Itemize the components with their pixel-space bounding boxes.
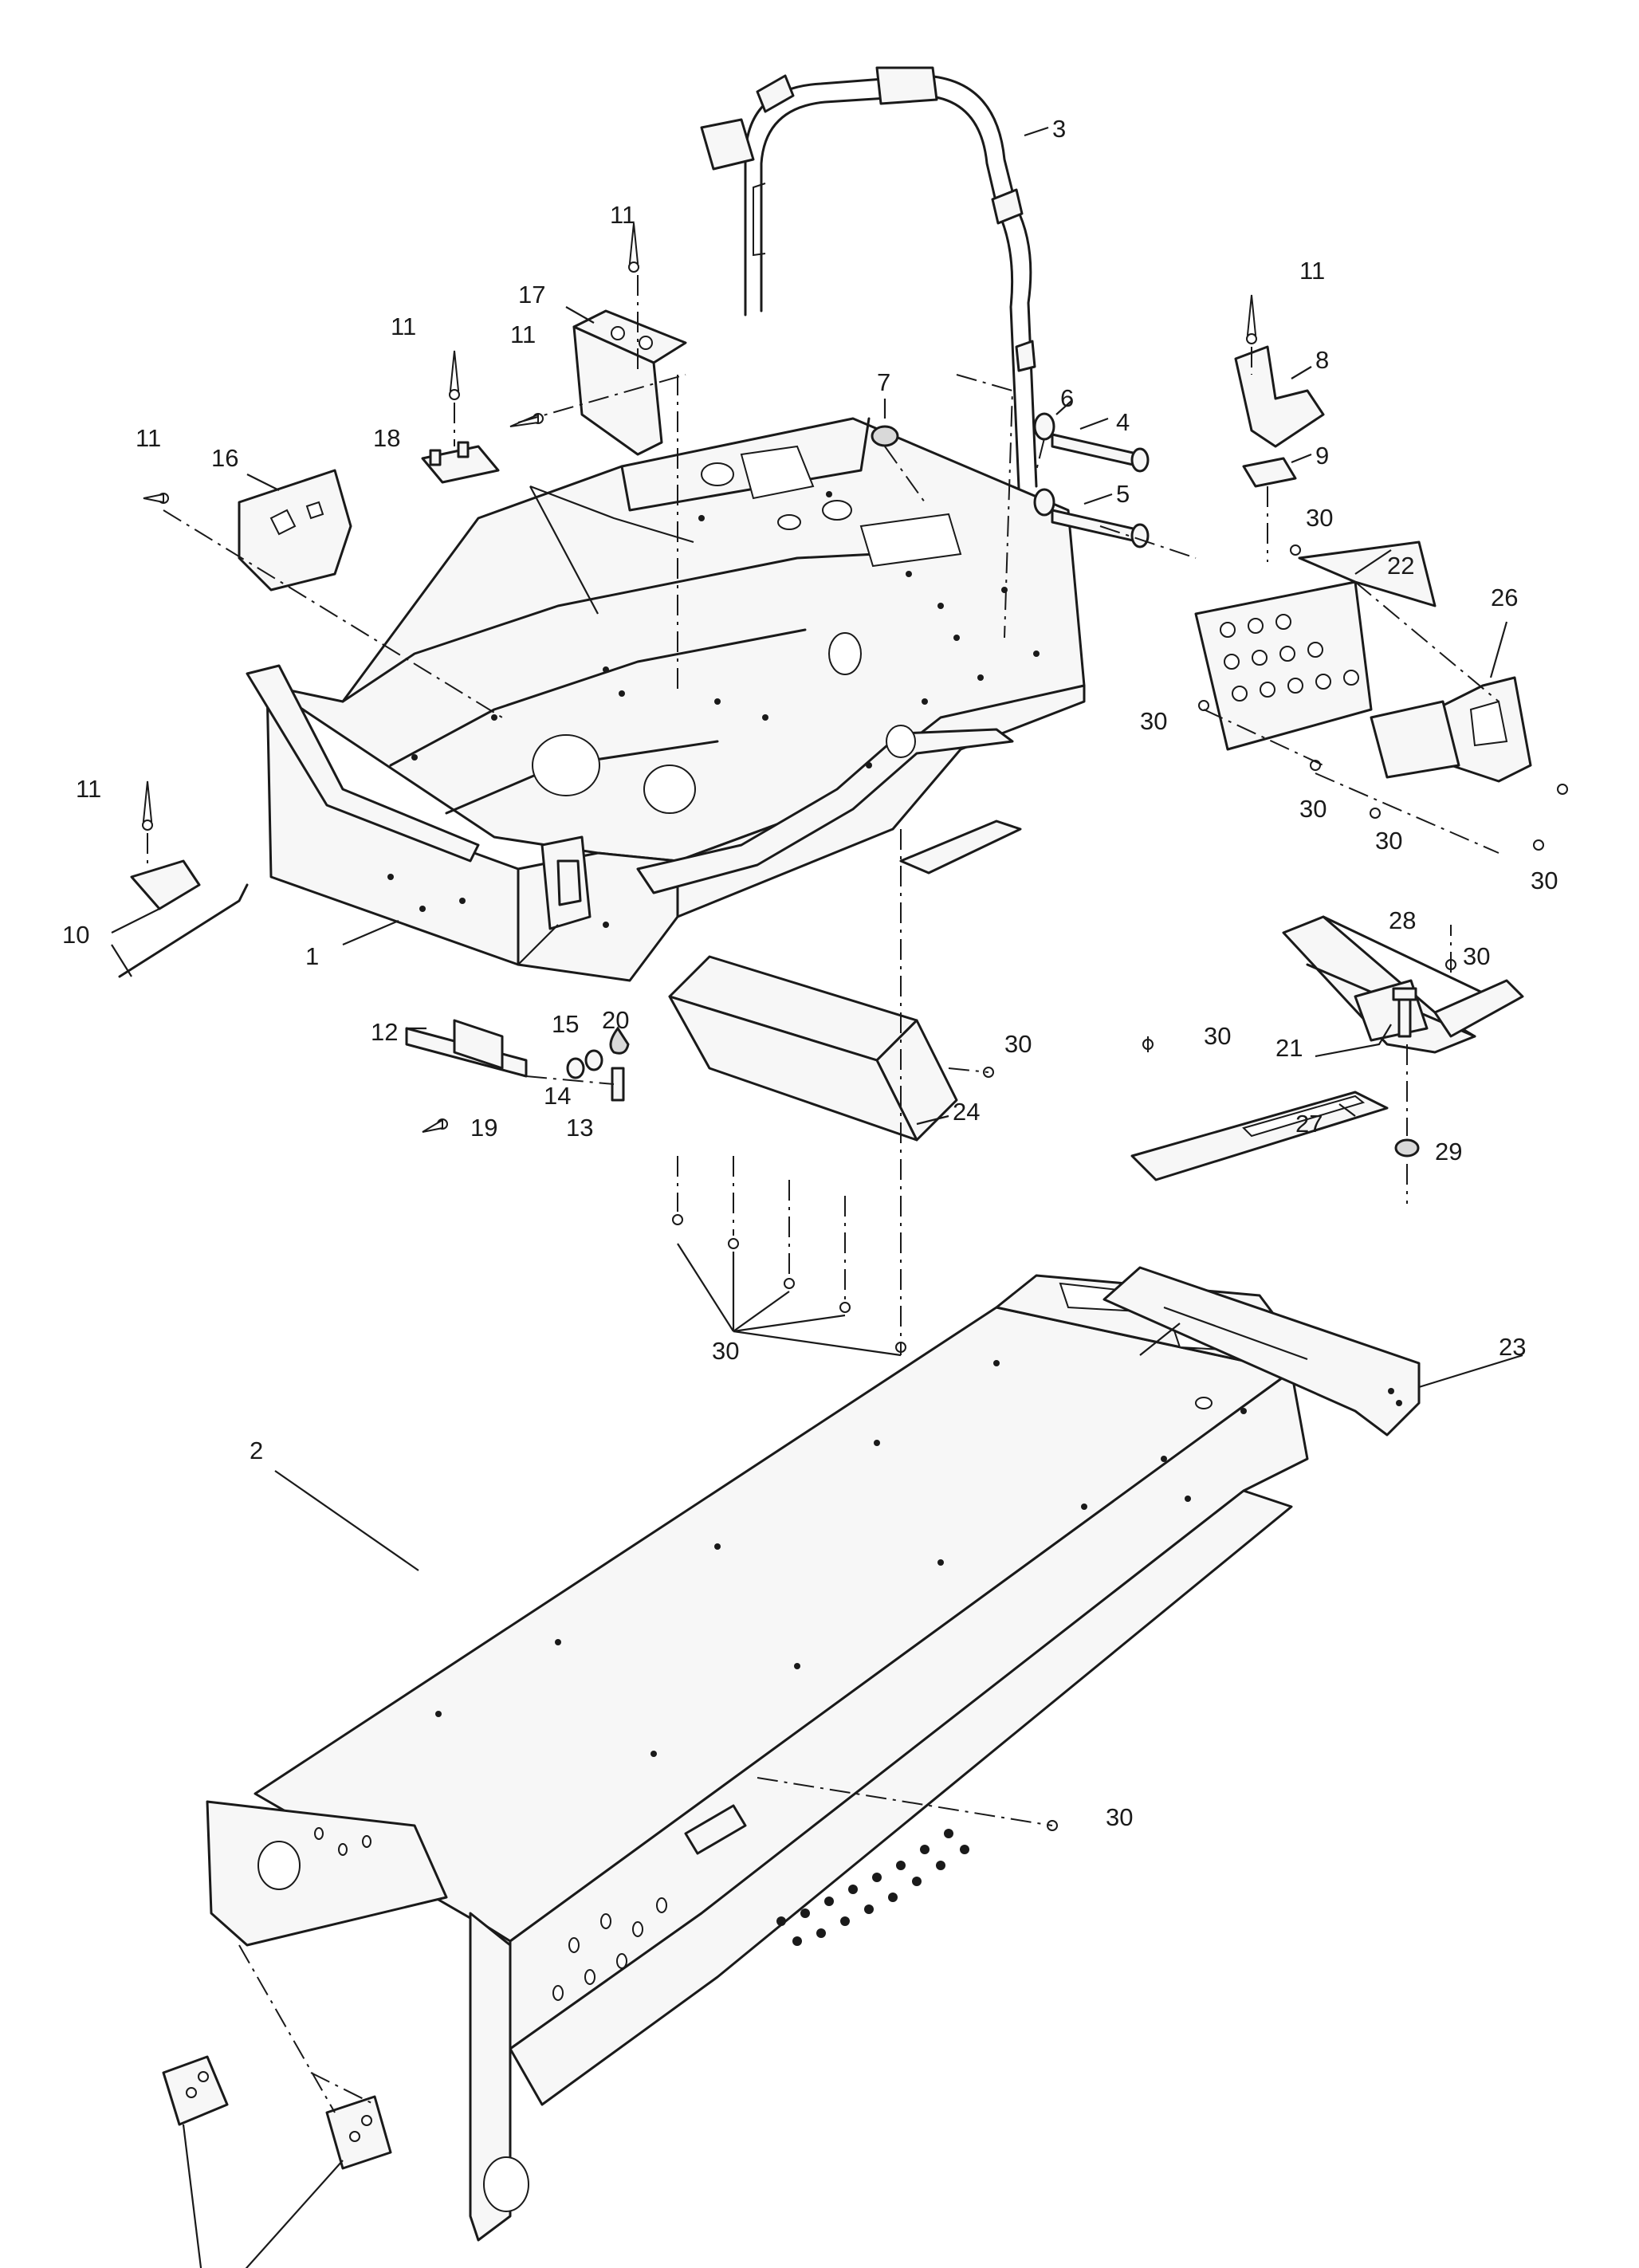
- callout-4: 4: [1116, 408, 1130, 436]
- callout-18: 18: [373, 424, 400, 452]
- callout-2: 2: [250, 1437, 263, 1464]
- callout-30i: 30: [712, 1337, 739, 1365]
- plate-9-part[interactable]: [1242, 457, 1297, 488]
- callout-29: 29: [1435, 1138, 1462, 1165]
- callout-9: 9: [1315, 442, 1329, 470]
- bolt-13[interactable]: [611, 1067, 625, 1102]
- front-frame-part[interactable]: [246, 417, 1086, 982]
- callout-21: 21: [1275, 1034, 1303, 1062]
- callout-26: 26: [1491, 584, 1518, 611]
- strap-27-part[interactable]: [1130, 1091, 1389, 1181]
- callout-14: 14: [544, 1082, 571, 1110]
- callout-17: 17: [518, 281, 545, 309]
- plate-22-holes: [1220, 614, 1359, 702]
- callout-12: 12: [371, 1018, 398, 1046]
- callout-11a: 11: [610, 201, 635, 229]
- callout-15: 15: [552, 1010, 579, 1038]
- callout-3: 3: [1052, 115, 1066, 143]
- clip-10-part[interactable]: [118, 859, 249, 978]
- bracket-17-part[interactable]: [572, 309, 687, 456]
- callout-6: 6: [1060, 384, 1074, 412]
- callout-27: 27: [1295, 1110, 1323, 1138]
- pivot-12-part[interactable]: [405, 1019, 528, 1078]
- callout-28: 28: [1389, 906, 1416, 934]
- bumper-21-part[interactable]: [1282, 915, 1524, 1054]
- callout-11e: 11: [1299, 257, 1325, 285]
- steering-hoop-part[interactable]: [700, 66, 1038, 489]
- tunnel-side-holes: [314, 1827, 667, 2001]
- washer-14[interactable]: [566, 1057, 585, 1079]
- callout-7: 7: [877, 368, 890, 396]
- callout-30e: 30: [1531, 867, 1558, 894]
- callout-24: 24: [953, 1098, 980, 1126]
- callout-11f: 11: [76, 775, 101, 803]
- plates-25-part[interactable]: [162, 2055, 392, 2170]
- callout-16: 16: [211, 444, 238, 472]
- nut-7[interactable]: [871, 425, 899, 447]
- callout-30j: 30: [1106, 1803, 1133, 1831]
- callout-30a: 30: [1306, 504, 1333, 532]
- callout-5: 5: [1116, 480, 1130, 508]
- side-plate-16-part[interactable]: [238, 469, 352, 592]
- callout-11c: 11: [510, 320, 536, 348]
- callout-30h: 30: [1004, 1030, 1032, 1058]
- bracket-26-part[interactable]: [1370, 676, 1532, 783]
- rivets-fasteners: [142, 222, 1568, 1831]
- washer-15[interactable]: [584, 1049, 603, 1071]
- nut-29[interactable]: [1394, 1138, 1420, 1158]
- leader-lines: [111, 126, 1523, 2268]
- callout-13: 13: [566, 1114, 593, 1142]
- clip-8-part[interactable]: [1234, 345, 1325, 448]
- callout-23: 23: [1499, 1333, 1526, 1361]
- callout-20: 20: [602, 1006, 629, 1034]
- callout-11b: 11: [391, 312, 416, 340]
- washer-6[interactable]: [1033, 412, 1055, 517]
- callout-30b: 30: [1140, 707, 1167, 735]
- callout-10: 10: [62, 921, 89, 949]
- callout-8: 8: [1315, 346, 1329, 374]
- bolt-5[interactable]: [1051, 509, 1150, 548]
- callout-30c: 30: [1299, 795, 1327, 823]
- callout-11d: 11: [136, 424, 161, 452]
- assembly-lines: [147, 275, 1499, 2113]
- tunnel-part[interactable]: [206, 1274, 1309, 2242]
- grease-20[interactable]: [609, 1026, 630, 1055]
- rear-cover-plate-part[interactable]: [1102, 1266, 1421, 1437]
- front-perforated-plate-part[interactable]: [1194, 540, 1437, 751]
- under-shield-part[interactable]: [668, 955, 958, 1142]
- callout-1: 1: [305, 942, 319, 970]
- callout-22: 22: [1387, 552, 1414, 580]
- tunnel-top-rivets: [435, 1360, 1247, 1757]
- frame-rivets: [387, 491, 1040, 928]
- block-18-part[interactable]: [421, 441, 500, 484]
- callouts: 1 2 3 4 5 6 7 8 9 10 11 11 11 11 11 11 1…: [62, 115, 1558, 1831]
- bolt-4[interactable]: [1051, 433, 1150, 473]
- bolt-28[interactable]: [1392, 987, 1417, 1038]
- callout-19: 19: [470, 1114, 497, 1142]
- running-board-perforations: [776, 1829, 969, 1946]
- callout-30d: 30: [1375, 827, 1402, 855]
- callout-30f: 30: [1463, 942, 1490, 970]
- callout-30g: 30: [1204, 1022, 1231, 1050]
